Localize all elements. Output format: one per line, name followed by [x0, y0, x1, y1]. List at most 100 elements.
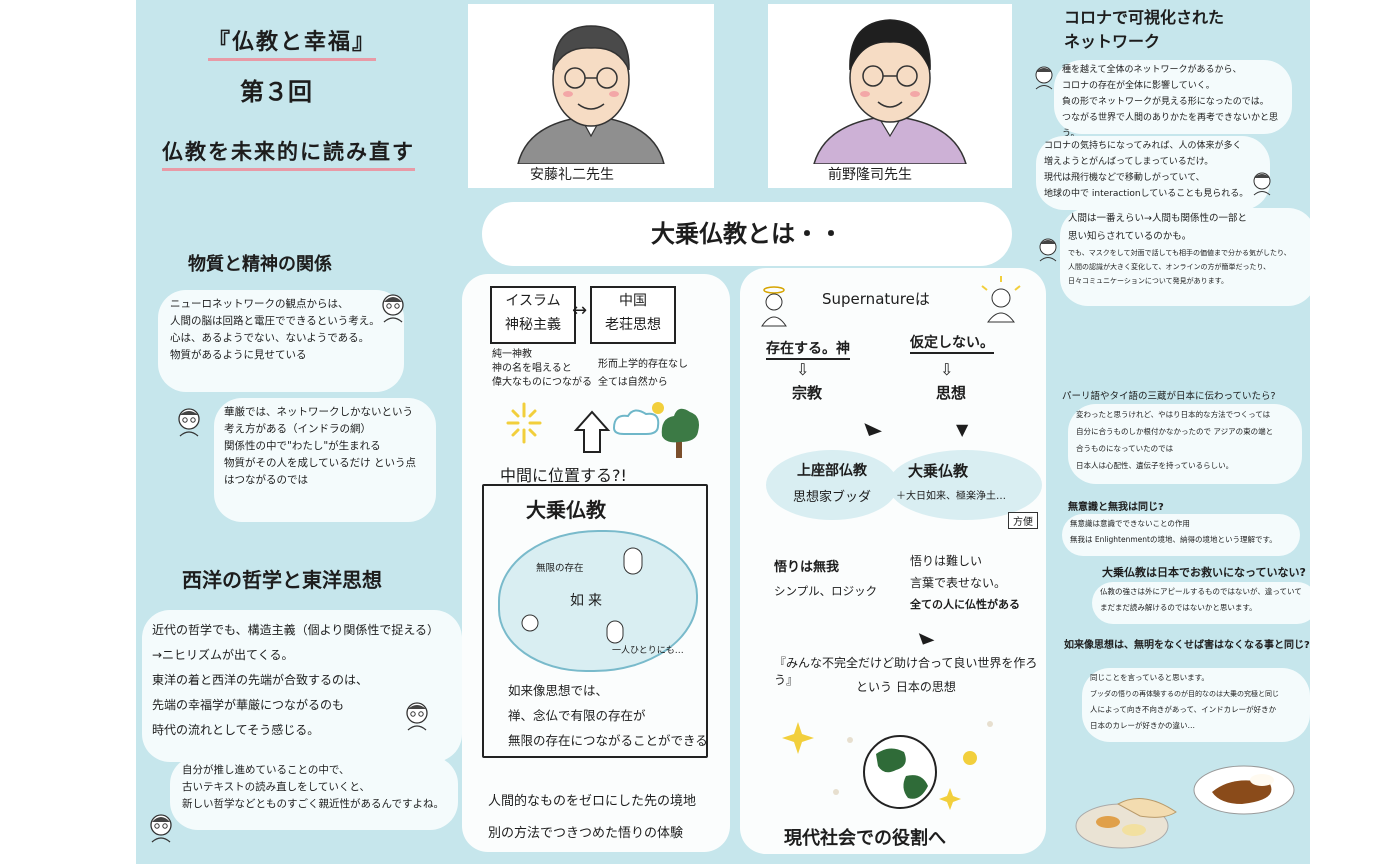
oval-line: ＋大日如来、極楽浄土…: [896, 491, 1006, 502]
note-line: 神の名を唱えると: [492, 363, 572, 374]
column-thought: 思想: [936, 384, 967, 402]
bubble-line: まだまだ読み解けるのではないかと思います。: [1100, 603, 1257, 612]
note-line: 純一神教: [492, 349, 532, 360]
bubble-line: 東洋の着と西洋の先端が合致するのは、: [152, 673, 369, 687]
bubble-line: 自分が推し進めていることの中で、: [182, 764, 350, 776]
text-line: 無限の存在につながることができる: [508, 733, 708, 748]
arrow-icon: ◣: [917, 624, 936, 647]
bubble-line: 心は、あるようでない、ないようである。: [170, 332, 370, 344]
bubble-line: はつながるのでは: [224, 474, 308, 486]
note-theravada: 悟りは無我 シンプル、ロジック: [774, 556, 877, 602]
answer-bubble: 同じことを言っていると思います。 ブッダの悟りの再体験するのが目的なのは大乗の究…: [1082, 668, 1310, 742]
box-chinese-taoism: 中国 老荘思想: [590, 286, 676, 344]
speaker-avatar-icon: [1036, 236, 1060, 262]
bubble-line: 現代は飛行機などで移動しがっていて、: [1044, 173, 1205, 183]
graphic-recording-board: 『仏教と幸福』 第３回 仏教を未来的に読み直す 物質と精神の関係 ニューロネット…: [136, 0, 1310, 864]
bubble-line: 先端の幸福学が華厳につながるのも: [152, 698, 345, 712]
circle-label: 無限の存在: [536, 563, 584, 574]
title-line: ネットワーク: [1064, 32, 1161, 51]
oval-line: 思想家ブッダ: [792, 490, 871, 505]
bubble-line: 負の形でネットワークが見える形になったのでは。: [1062, 97, 1269, 107]
question: パーリ語やタイ語の三蔵が日本に伝わっていたら?: [1062, 391, 1276, 402]
note-line: 言葉で表せない。: [910, 576, 1007, 590]
column-religion: 宗教: [792, 384, 823, 402]
god-figure-icon: [761, 286, 787, 327]
note-mahayana: 悟りは難しい 言葉で表せない。 全ての人に仏性がある: [910, 550, 1020, 616]
section-title-matter-mind: 物質と精神の関係: [188, 254, 332, 275]
speaker-avatar-icon: [174, 404, 204, 438]
speaker-face-icon: [517, 25, 665, 164]
oval-line: 大乗仏教: [908, 462, 969, 480]
bubble-line: 日本のカレーが好きかの違い…: [1090, 721, 1195, 730]
arrow-icon: ◣: [862, 414, 884, 439]
footer-line: 別の方法でつきつめた悟りの体験: [488, 826, 684, 841]
speaker-avatar-icon: [1032, 64, 1056, 90]
speech-bubble: 近代の哲学でも、構造主義（個より関係性で捉える） →ニヒリズムが出てくる。 東洋…: [142, 610, 462, 762]
tathagata-text: 如来像思想では、 禅、念仏で有限の存在が 無限の存在につながることができる: [508, 678, 708, 753]
topic-banner: 大乗仏教とは・・: [482, 202, 1012, 266]
question: 無意識と無我は同じ?: [1068, 502, 1164, 513]
middle-question: 中間に位置する?!: [500, 466, 627, 485]
arrow-icon: ▼: [956, 420, 969, 439]
curry-illustration-icon: [1075, 765, 1295, 849]
note-line: 悟りは難しい: [910, 554, 983, 568]
note-nature: 形而上学的存在なし 全ては自然から: [598, 356, 688, 392]
bubble-line: 古いテキストの読み直しをしていくと、: [182, 781, 370, 793]
page-subtitle: 仏教を未来的に読み直す: [162, 136, 415, 171]
speaker-avatar-icon: [402, 698, 432, 732]
speaker-avatar-icon: [1250, 170, 1274, 196]
text-line: 禅、念仏で有限の存在が: [508, 708, 646, 723]
series-title: 『仏教と幸福』: [208, 24, 377, 61]
oval-theravada: 上座部仏教 思想家ブッダ: [766, 450, 898, 520]
bubble-line: 思い知らされているのかも。: [1068, 231, 1192, 242]
question: 如来像思想は、無明をなくせば害はなくなる事と同じ?: [1064, 640, 1310, 651]
speaker-portrait-ando: 安藤礼二先生: [468, 4, 714, 188]
bubble-line: 合うものになっていたのでは: [1076, 444, 1174, 453]
bubble-line: 物質がその人を成しているだけ という点: [224, 457, 417, 469]
quote-sub: という 日本の思想: [856, 680, 956, 694]
bubble-line: 人間の認識が大きく変化して、オンラインの方が簡単だったり、: [1068, 263, 1271, 271]
down-arrow-icon: ⇩: [940, 360, 954, 379]
mahayana-label: 大乗仏教: [520, 494, 612, 523]
speaker-face-icon: [813, 19, 967, 164]
bubble-line: 人によって向き不向きがあって、インドカレーが好きか: [1090, 705, 1277, 714]
box-line: 中国: [619, 293, 647, 309]
bubble-line: 華厳では、ネットワークしかないという: [224, 406, 413, 418]
buddha-figure-icon: [623, 547, 643, 575]
bubble-line: 同じことを言っていると思います。: [1090, 673, 1209, 682]
column-no-assume: 仮定しない。: [910, 332, 994, 354]
bubble-line: 物質があるように見せている: [170, 349, 307, 361]
note-line: シンプル、ロジック: [774, 584, 878, 598]
buddha-figure-icon: [606, 620, 624, 644]
bubble-line: ブッダの悟りの再体験するのが目的なのは大乗の究極と同じ: [1090, 690, 1279, 698]
box-islamic-mysticism: イスラム 神秘主義: [490, 286, 576, 344]
panel-mahayana-comparison: イスラム 神秘主義 ↔ 中国 老荘思想 純一神教 神の名を唱えると 偉大なものに…: [462, 274, 730, 852]
episode-number: 第３回: [240, 78, 312, 106]
banner-text: 大乗仏教とは・・: [651, 220, 843, 248]
mahayana-frame: [482, 484, 708, 758]
speaker-name: 前野隆司先生: [828, 167, 912, 183]
note-line: 悟りは無我: [774, 560, 840, 575]
box-line: イスラム: [505, 293, 561, 309]
column-exists: 存在する。神: [766, 338, 850, 360]
speech-bubble: 種を越えて全体のネットワークがあるから、 コロナの存在が全体に影響していく。 負…: [1054, 60, 1292, 139]
text-line: 如来像思想では、: [508, 683, 609, 698]
bubble-line: 種を越えて全体のネットワークがあるから、: [1062, 65, 1242, 75]
bubble-line: ニューロネットワークの観点からは、: [170, 298, 349, 310]
bubble-line: 増えようとがんばってしまっているだけ。: [1044, 157, 1214, 167]
title-line: コロナで可視化された: [1064, 8, 1225, 27]
bubble-line: 仏教の強さは外にアピールするものではないが、違っていて: [1100, 587, 1302, 596]
answer-bubble: 仏教の強さは外にアピールするものではないが、違っていて まだまだ読み解けるのでは…: [1092, 582, 1310, 624]
speech-bubble: コロナの気持ちになってみれば、人の体来が多く 増えようとがんばってしまっているだ…: [1036, 136, 1270, 210]
bubble-line: 考え方がある（インドラの網）: [224, 423, 371, 435]
section-title-west-east: 西洋の哲学と東洋思想: [182, 568, 382, 592]
bubble-line: 人間の脳は回路と電圧でできるという考え。: [170, 315, 380, 327]
bubble-line: 関係性の中で"わたし"が生まれる: [224, 440, 381, 452]
bubble-line: →ニヒリズムが出てくる。: [152, 648, 294, 662]
bubble-line: 無我は Enlightenmentの境地、納得の境地という理解です。: [1070, 535, 1277, 544]
bubble-line: 日々コミュニケーションについて発見があります。: [1068, 277, 1228, 285]
box-line: 老荘思想: [605, 317, 661, 333]
supernature-label: Supernatureは: [822, 290, 930, 308]
japanese-thought-quote: 『みんな不完全だけど助け合って良い世界を作ろう』: [774, 656, 1038, 687]
right-title: コロナで可視化された ネットワーク: [1064, 6, 1224, 54]
